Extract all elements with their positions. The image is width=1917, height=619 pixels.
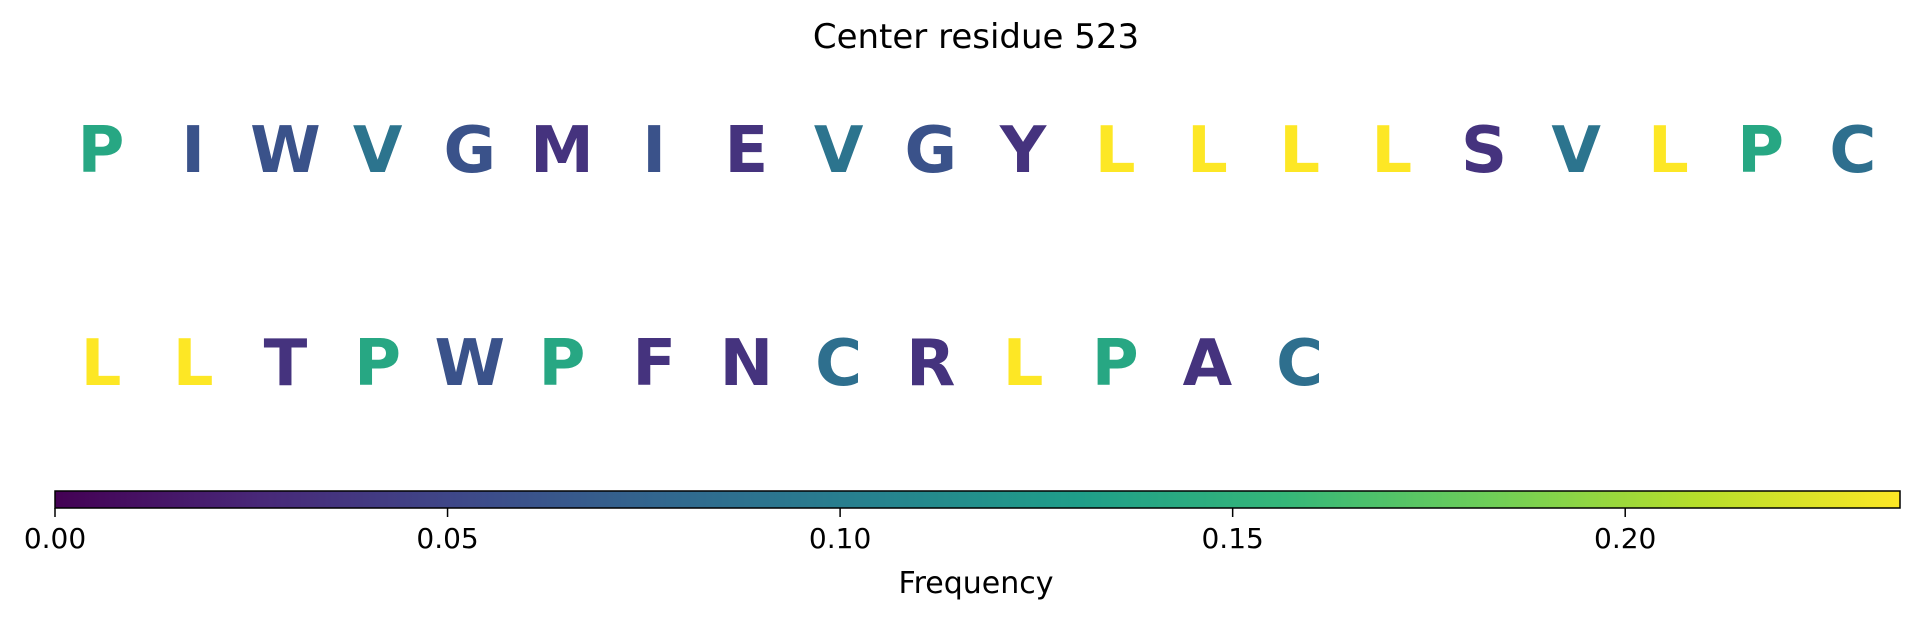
- residue-letter: I: [642, 114, 666, 188]
- residue-letter: V: [353, 114, 403, 188]
- residue-letter: L: [173, 327, 214, 401]
- residue-letter: C: [1276, 327, 1323, 401]
- residue-letter: V: [1551, 114, 1601, 188]
- residue-letter: F: [632, 327, 676, 401]
- residue-letter: G: [905, 114, 958, 188]
- colorbar-tick-label: 0.00: [24, 522, 86, 555]
- chart-title: Center residue 523: [813, 17, 1139, 57]
- colorbar-tick-label: 0.10: [809, 522, 871, 555]
- residue-letter: E: [725, 114, 769, 188]
- colorbar-gradient: [54, 490, 1901, 509]
- residue-letter: T: [264, 327, 308, 401]
- residue-letter: W: [250, 114, 321, 188]
- residue-letter: G: [444, 114, 497, 188]
- residue-letter: R: [906, 327, 955, 401]
- residue-letter: Y: [999, 114, 1047, 188]
- residue-letter: P: [354, 327, 401, 401]
- residue-letter: P: [539, 327, 586, 401]
- residue-letter: I: [181, 114, 205, 188]
- colorbar-tick-label: 0.20: [1594, 522, 1656, 555]
- colorbar-tick-label: 0.15: [1201, 522, 1263, 555]
- colorbar-label: Frequency: [899, 566, 1054, 601]
- residue-letter: M: [530, 114, 594, 188]
- residue-letter: N: [720, 327, 774, 401]
- residue-letter: L: [1187, 114, 1228, 188]
- residue-letter: P: [1737, 114, 1784, 188]
- residue-letter: V: [814, 114, 864, 188]
- residue-letter: P: [1092, 327, 1139, 401]
- residue-letter: W: [435, 327, 506, 401]
- residue-letter: L: [1003, 327, 1044, 401]
- residue-letter: L: [1371, 114, 1412, 188]
- colorbar: 0.00 0.05 0.10 0.15 0.20 Frequency: [24, 490, 1901, 601]
- residue-letter: S: [1461, 114, 1507, 188]
- residue-letter: C: [1829, 114, 1876, 188]
- colorbar-ticks: 0.00 0.05 0.10 0.15 0.20: [24, 508, 1656, 555]
- residue-letter: P: [78, 114, 125, 188]
- residue-letter: L: [1095, 114, 1136, 188]
- residue-letter: C: [815, 327, 862, 401]
- residue-letter: L: [1279, 114, 1320, 188]
- colorbar-tick-label: 0.05: [416, 522, 478, 555]
- residue-letter: L: [81, 327, 122, 401]
- residue-letter: A: [1183, 327, 1233, 401]
- residue-letter: L: [1648, 114, 1689, 188]
